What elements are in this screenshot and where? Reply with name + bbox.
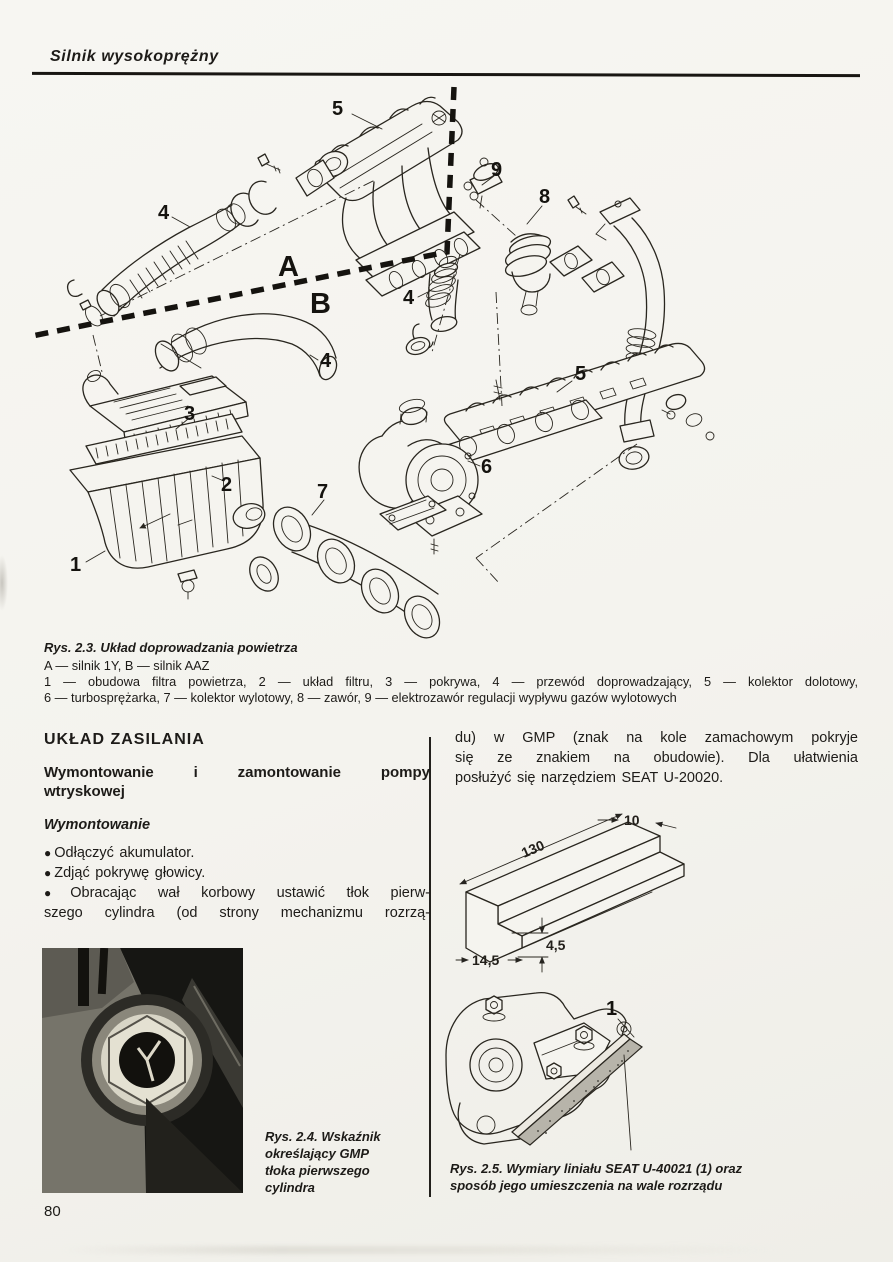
subsection-heading-line1: Wymontowanie i zamontowanie pompy: [44, 764, 430, 781]
egr-down-pipe: [475, 197, 676, 559]
dimension-step-label: 4,5: [546, 937, 566, 953]
callout-2: 2: [221, 474, 232, 496]
dimension-length-label: 130: [519, 837, 547, 861]
callout-4c: 4: [320, 350, 332, 372]
figure-2-3-legend-line3: 6 — turbosprężarka, 7 — kolektor wylotow…: [44, 690, 677, 705]
figure-2-4-caption-line1: Rys. 2.4. Wskaźnik: [265, 1129, 381, 1144]
subsection-heading: Wymontowanie i zamontowanie pompy wtrysk…: [44, 763, 430, 801]
manifold-a-clamp-chain: [99, 150, 376, 317]
callout-6: 6: [481, 456, 492, 478]
callout-4b: 4: [403, 287, 415, 309]
figure-2-3-exploded-diagram: 5 4 A B 9 8 4 4 5 3 2 7 6 1: [31, 86, 715, 639]
figure-2-4-caption-line3: tłoka pierwszego: [265, 1163, 370, 1178]
intake-manifold-a: [314, 96, 481, 297]
figure-2-4-caption-line4: cylindra: [265, 1180, 315, 1195]
right-text-column: du) w GMP (znak na kole zamachowym pokry…: [455, 728, 858, 788]
figure-2-3-caption-title: Rys. 2.3. Układ doprowadzania powietrza: [44, 640, 298, 655]
callout-5a: 5: [332, 98, 343, 120]
right-col-line1: du) w GMP (znak na kole zamachowym pokry…: [455, 730, 858, 746]
callout-8: 8: [539, 186, 550, 208]
callout-leaders: [85, 113, 573, 563]
callout-ruler-1: 1: [606, 998, 617, 1020]
callout-1: 1: [70, 554, 81, 576]
dimension-width-label: 10: [624, 812, 640, 828]
figure-2-4-caption-line2: określający GMP: [265, 1146, 370, 1161]
l-profile-bar: [465, 821, 685, 963]
seat-ruler-tool: 1: [511, 998, 643, 1151]
u-hose-b: [154, 313, 338, 381]
bullet-item-2-text: Zdjąć pokrywę głowicy.: [54, 865, 206, 881]
figure-2-5-camshaft-drawing: 1: [445, 991, 643, 1151]
figure-2-5-caption-line2: sposób jego umieszczenia na wale rozrząd…: [450, 1178, 723, 1193]
scan-smudge-left: [0, 555, 8, 611]
bullet-icon: ●: [44, 886, 68, 900]
section-divider-dashed-line: [31, 86, 457, 339]
callout-7: 7: [317, 481, 328, 503]
right-col-line3: posłużyć się narzędziem SEAT U-20020.: [455, 770, 724, 786]
callout-9: 9: [491, 159, 502, 181]
figure-2-5-caption-line1: Rys. 2.5. Wymiary liniału SEAT U-40021 (…: [450, 1161, 743, 1176]
bullet-item-2: ●Zdjąć pokrywę głowicy.: [44, 863, 430, 883]
corrugated-elbow-b: [405, 253, 461, 356]
page-header-title: Silnik wysokoprężny: [50, 48, 219, 65]
bullet-icon: ●: [44, 846, 52, 860]
procedure-heading: Wymontowanie: [44, 817, 151, 833]
cylinder-head-b: [437, 291, 715, 467]
egr-valve-8: [504, 195, 625, 316]
electrovalve-9: [463, 157, 517, 237]
corrugated-hose-a: [66, 203, 246, 377]
bullet-item-3-continuation: szego cylindra (od strony mechanizmu roz…: [44, 905, 430, 921]
tdc-indicator-photo-art: [42, 947, 243, 1193]
air-filter-element: [85, 413, 243, 465]
figure-2-4-caption: Rys. 2.4. Wskaźnik określający GMP tłoka…: [265, 1128, 435, 1196]
section-heading: UKŁAD ZASILANIA: [44, 731, 205, 748]
bullet-item-1: ●Odłączyć akumulator.: [44, 843, 430, 863]
callout-3: 3: [184, 403, 195, 425]
dimension-base-label: 14,5: [472, 952, 499, 968]
figure-2-4-photo: [42, 947, 243, 1193]
right-col-line2: się ze znakiem na obudowie). Dla ułatwie…: [455, 750, 858, 766]
bullet-icon: ●: [44, 866, 52, 880]
air-filter-housing: [69, 435, 266, 600]
scan-smudge-bottom: [60, 1246, 780, 1254]
callout-4a: 4: [158, 202, 170, 224]
callout-5b: 5: [575, 363, 586, 385]
figure-2-5-caption: Rys. 2.5. Wymiary liniału SEAT U-40021 (…: [450, 1160, 862, 1194]
column-divider-rule: [429, 737, 431, 1197]
figure-2-3-legend-line2: 1 — obudowa filtra powietrza, 2 — układ …: [44, 674, 858, 689]
left-text-column: UKŁAD ZASILANIA Wymontowanie i zamontowa…: [44, 731, 430, 923]
subsection-heading-line2: wtryskowej: [44, 783, 125, 800]
figure-2-5-ruler-dimensions-drawing: 130 10 4,5 14,5: [455, 812, 685, 973]
bullet-item-3: ●Obracając wał korbowy ustawić tłok pier…: [44, 883, 430, 903]
bullet-item-1-text: Odłączyć akumulator.: [54, 845, 195, 861]
header-rule: [31, 71, 861, 78]
exhaust-manifold: [249, 495, 501, 639]
bullet-item-3-text: Obracając wał korbowy ustawić tłok pierw…: [70, 885, 431, 901]
figure-2-3-legend-line1: A — silnik 1Y, B — silnik AAZ: [44, 658, 210, 673]
callout-engine-a: A: [278, 251, 299, 283]
figure-2-3-caption: Rys. 2.3. Układ doprowadzania powietrza …: [44, 640, 858, 706]
page-number: 80: [44, 1203, 61, 1220]
callout-engine-b: B: [310, 288, 331, 320]
